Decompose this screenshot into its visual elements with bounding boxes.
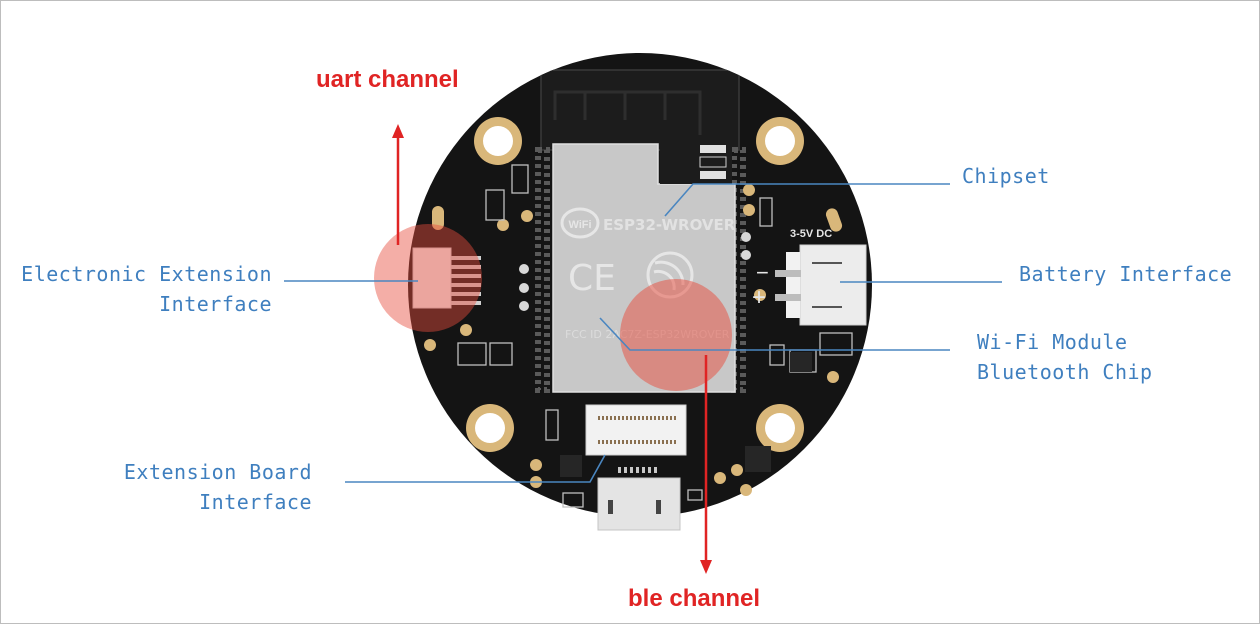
arrow-up-icon [392, 124, 404, 138]
battery-connector: 3-5V DC − + [752, 228, 867, 326]
connector-pin [775, 270, 801, 277]
wifi-logo-icon [560, 207, 600, 239]
usb-shell [597, 477, 681, 531]
callout-chipset: Chipset [962, 161, 1050, 191]
ble-channel-label: ble channel [628, 585, 761, 612]
callout-line: Electronic Extension [21, 262, 272, 286]
antenna-trace [553, 90, 702, 135]
wifi-logo-text: WiFi [568, 219, 591, 231]
leader-chipset [664, 183, 950, 217]
ble-highlight-circle [620, 279, 732, 391]
gold-pads [424, 184, 843, 496]
callout-extension-board: Extension Board Interface [112, 457, 312, 517]
callout-line: Extension Board [123, 460, 312, 484]
ic-chip [745, 446, 771, 472]
uart-highlight-circle [374, 224, 482, 332]
module-name: ESP32-WROVER [603, 216, 736, 234]
uart-arrow [392, 124, 404, 245]
callout-line: Interface [199, 490, 312, 514]
callout-line: Wi-Fi Module [977, 330, 1128, 354]
leader-extension-board [345, 454, 606, 483]
module-crystal-area [660, 140, 732, 184]
uart-channel-label: uart channel [316, 66, 459, 93]
ce-mark: CE [568, 258, 616, 299]
minus-mark: − [756, 260, 769, 285]
ble-arrow [700, 355, 712, 574]
callout-electronic-extension: Electronic Extension Interface [10, 259, 272, 319]
antenna-area [540, 69, 740, 151]
callout-battery-interface: Battery Interface [1019, 259, 1232, 289]
extension-board-connector [585, 404, 687, 456]
fpc-connector-housing [412, 247, 452, 309]
callout-line: Chipset [962, 164, 1050, 188]
ic-chip [560, 455, 582, 477]
leader-lines [284, 183, 1002, 483]
smd-components [457, 164, 853, 508]
plus-mark: + [752, 284, 766, 311]
silver-vias [519, 232, 751, 311]
mounting-holes [466, 117, 804, 452]
connector-pin [775, 294, 801, 301]
arrow-down-icon [700, 560, 712, 574]
callout-line: Bluetooth Chip [977, 360, 1153, 384]
callout-line: Interface [159, 292, 272, 316]
micro-usb-port [597, 467, 681, 531]
callout-wifi-bluetooth: Wi-Fi Module Bluetooth Chip [977, 327, 1153, 387]
dc-voltage-label: 3-5V DC [790, 228, 832, 240]
electronic-extension-connector [412, 247, 481, 309]
board-to-board-connector [585, 404, 687, 456]
callout-line: Battery Interface [1019, 262, 1233, 286]
leader-wifi-bluetooth [599, 317, 950, 351]
ic-chip [790, 352, 812, 372]
jst-connector-housing [799, 244, 867, 326]
